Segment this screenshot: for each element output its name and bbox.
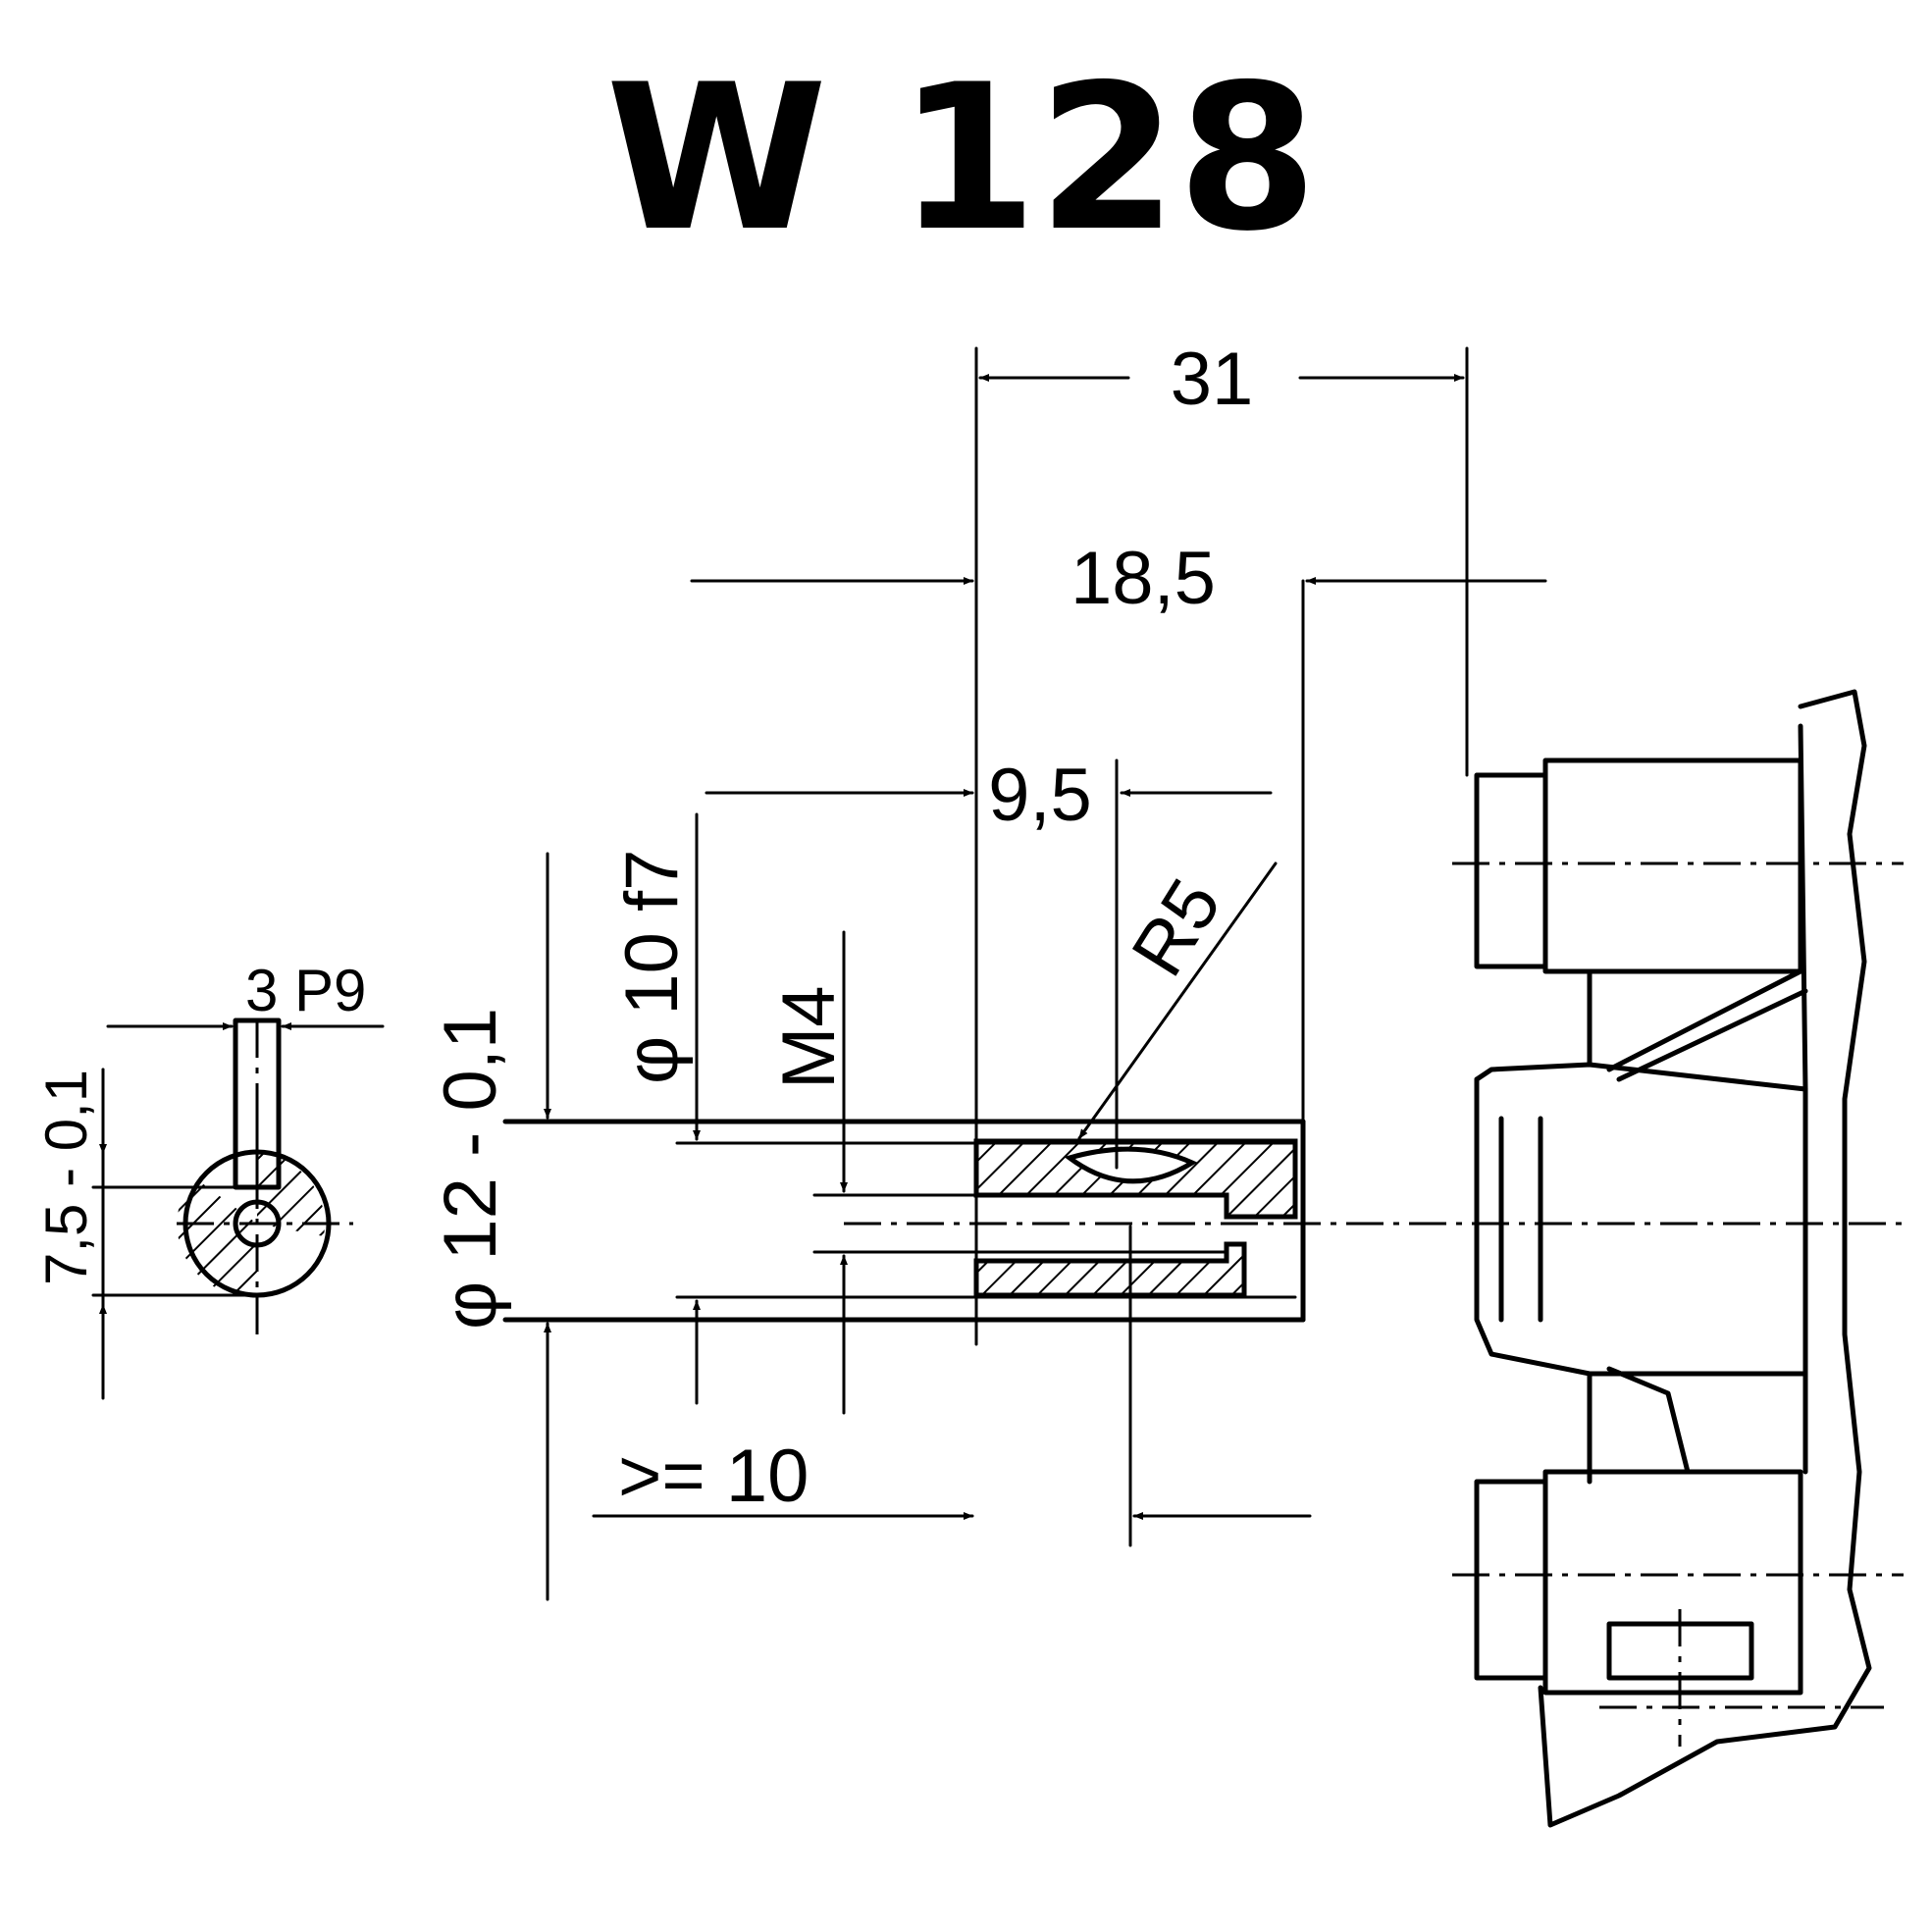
dim-phi12-label: φ 12 - 0,1 <box>429 1008 512 1330</box>
dim-31-label: 31 <box>1171 338 1254 421</box>
keyway-section-view: 3 P9 7,5 - 0,1 <box>33 958 385 1400</box>
key-depth-label: 7,5 - 0,1 <box>33 1070 99 1285</box>
keyway-groove <box>1064 1146 1198 1184</box>
dim-m4-label: M4 <box>767 985 851 1089</box>
key-width-label: 3 P9 <box>245 958 366 1023</box>
drawing-title: W 128 <box>605 42 1317 276</box>
dim-phi10f7-label: φ 10 f7 <box>610 850 694 1084</box>
dim-18-5-label: 18,5 <box>1070 537 1216 620</box>
shaft-main-view <box>502 1119 1904 1323</box>
dimension-lines: 31 18,5 9,5 R5 >= 10 φ 12 - 0,1 φ 10 f7 … <box>429 338 1547 1601</box>
dim-r5-label: R5 <box>1116 865 1237 990</box>
motor-housing <box>1452 689 1904 1828</box>
dim-min-10-label: >= 10 <box>618 1435 809 1518</box>
dim-9-5-label: 9,5 <box>988 754 1092 837</box>
